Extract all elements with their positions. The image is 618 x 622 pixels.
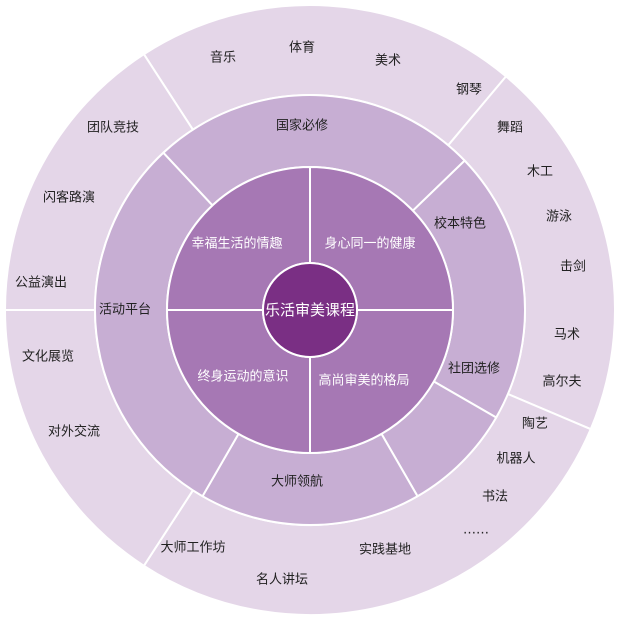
- outer-item-national-1: 音乐: [210, 50, 236, 66]
- outer-item-club-3: 陶艺: [522, 416, 548, 432]
- outer-item-activity-2: 闪客路演: [43, 190, 95, 206]
- outer-item-club-5: 书法: [482, 490, 508, 505]
- center-label: 乐活审美课程: [265, 301, 355, 319]
- outer-item-school-3: 木工: [527, 165, 553, 180]
- outer-item-activity-3: 公益演出: [15, 275, 67, 291]
- inner-ring-label-2: 身心同一的健康: [324, 236, 415, 252]
- middle-ring-label-national: 国家必修: [276, 118, 328, 134]
- outer-item-school-5: 击剑: [560, 259, 586, 275]
- outer-item-club-4: 机器人: [496, 452, 535, 467]
- outer-item-national-3: 美术: [375, 54, 401, 69]
- inner-ring-label-4: 终身运动的意识: [197, 369, 288, 385]
- center-circle: [262, 262, 358, 358]
- middle-ring-label-club: 社团选修: [448, 361, 500, 377]
- outer-item-school-4: 游泳: [546, 210, 572, 225]
- middle-ring-label-master: 大师领航: [271, 474, 323, 490]
- outer-item-national-2: 体育: [289, 40, 315, 56]
- middle-ring-label-activity: 活动平台: [99, 303, 151, 318]
- outer-item-activity-1: 团队竞技: [87, 120, 139, 136]
- inner-ring-label-3: 高尚审美的格局: [318, 373, 409, 389]
- outer-item-club-6: ……: [463, 523, 489, 538]
- outer-item-activity-5: 对外交流: [48, 424, 100, 440]
- outer-item-school-2: 舞蹈: [497, 121, 523, 136]
- outer-item-master-3: 实践基地: [359, 543, 411, 558]
- inner-ring-label-1: 幸福生活的情趣: [191, 236, 282, 252]
- outer-item-master-1: 大师工作坊: [160, 541, 225, 556]
- outer-item-club-2: 高尔夫: [542, 374, 581, 390]
- middle-ring-label-school: 校本特色: [434, 216, 486, 232]
- outer-item-club-1: 马术: [554, 328, 580, 343]
- outer-item-master-2: 名人讲坛: [256, 572, 308, 588]
- outer-item-activity-4: 文化展览: [22, 349, 74, 365]
- outer-item-school-1: 钢琴: [456, 83, 482, 98]
